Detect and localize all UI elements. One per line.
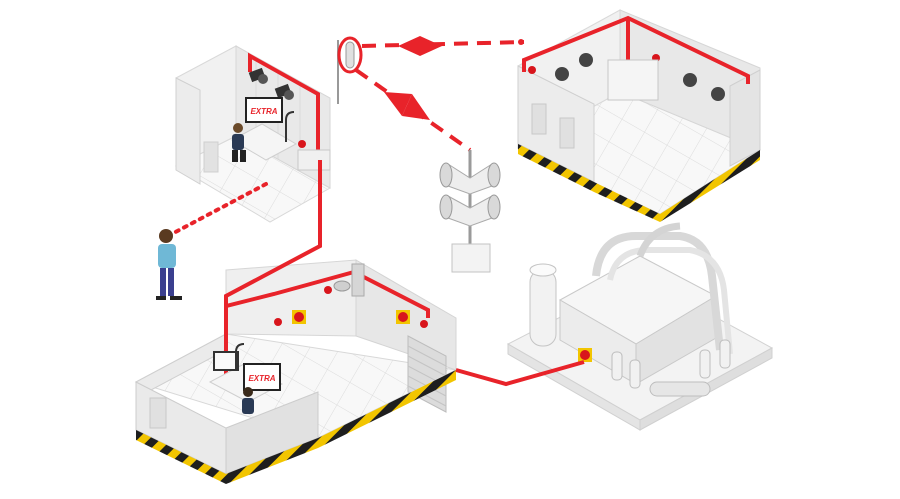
alarm-beacon-icon (420, 320, 428, 328)
alarm-beacon-icon (528, 66, 536, 74)
horn-speaker-icon (711, 87, 725, 101)
mobile-worker (156, 229, 182, 300)
horn-speaker-icon (555, 67, 569, 81)
operator-person (242, 387, 254, 414)
emergency-stop-button (396, 310, 410, 324)
operator-monitor: EXTRA (244, 364, 280, 390)
operator-monitor: EXTRA (246, 98, 282, 122)
screen-logo: EXTRA (248, 374, 275, 383)
alarm-beacon-icon (274, 318, 282, 326)
secondary-monitor (214, 352, 238, 370)
control-box (298, 150, 330, 170)
alarm-beacon-icon (298, 140, 306, 148)
door (204, 142, 218, 172)
generator-unit-bottom-right (508, 226, 772, 430)
operator-warehouse-bottom-left: EXTRA (136, 260, 456, 484)
emergency-stop-button (292, 310, 306, 324)
screen-logo: EXTRA (250, 107, 277, 116)
emergency-stop-button (578, 348, 592, 362)
alarm-beacon-icon (324, 286, 332, 294)
storage-room-top-right (518, 10, 760, 222)
horn-speaker-array (440, 150, 500, 272)
signal-diamond-icon (398, 36, 420, 56)
control-box (608, 60, 658, 100)
horn-speaker-icon (579, 53, 593, 67)
horn-speaker-icon (683, 73, 697, 87)
control-room-top-left: EXTRA (176, 46, 330, 222)
amplifier-box (452, 244, 490, 272)
